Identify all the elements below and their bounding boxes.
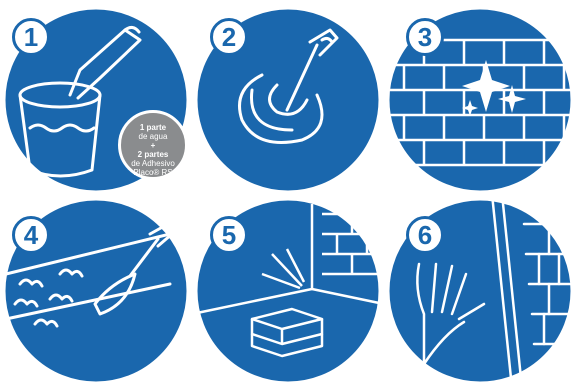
badge-line: 1 parte	[121, 123, 185, 132]
step-number-badge: 3	[406, 18, 444, 56]
badge-line: de Adhesivo	[121, 159, 185, 168]
step-number-badge: 4	[12, 216, 50, 254]
step-number-badge: 1	[12, 18, 50, 56]
step-number-badge: 5	[210, 216, 248, 254]
badge-line: +	[121, 141, 185, 150]
step-number-badge: 2	[210, 18, 248, 56]
badge-line: 2 partes	[121, 150, 185, 159]
step-4-apply-adhesive-panel: 4	[0, 194, 192, 388]
step-number-badge: 6	[406, 216, 444, 254]
step-3-clean-wall-panel: 3	[384, 0, 576, 194]
step-5-place-panel-panel: 5	[192, 194, 384, 388]
step-1-mix-water-panel: 1 1 parte de agua + 2 partes de Adhesivo…	[0, 0, 192, 194]
badge-line: Placo® RS	[121, 168, 185, 177]
badge-line: de agua	[121, 132, 185, 141]
step-2-stir-panel: 2	[192, 0, 384, 194]
step-6-press-panel: 6	[384, 194, 576, 388]
mix-ratio-badge: 1 parte de agua + 2 partes de Adhesivo P…	[118, 110, 188, 180]
